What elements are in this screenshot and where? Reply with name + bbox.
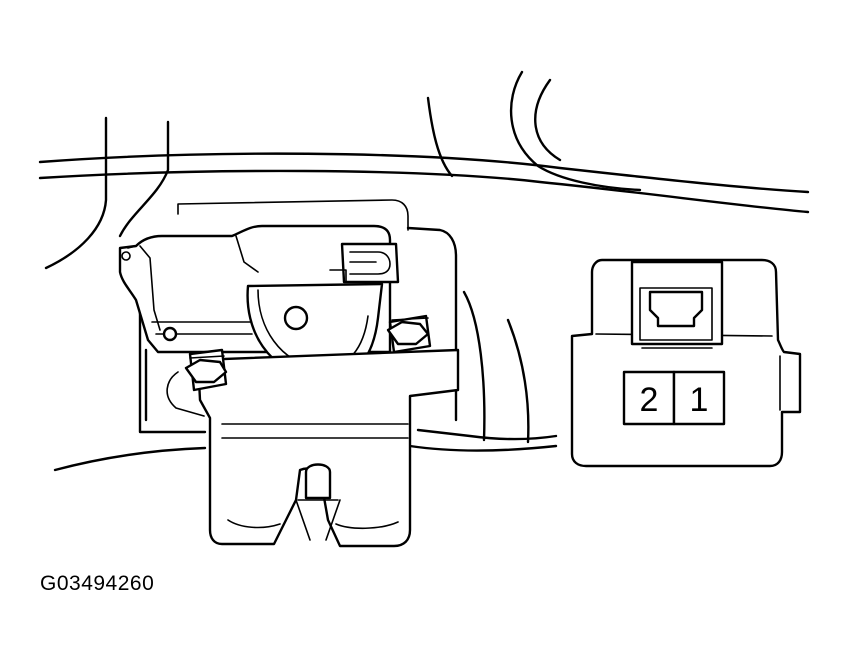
pin-label-2: 2 xyxy=(640,381,659,419)
bolt-left xyxy=(184,348,228,392)
terminal-cavity-2 xyxy=(622,370,676,426)
pin-label-1: 1 xyxy=(690,381,709,419)
body-panel xyxy=(38,70,810,472)
connector-terminal-view: 2 1 xyxy=(570,258,802,468)
figure-id: G03494260 xyxy=(40,572,155,595)
terminal-cavity-1 xyxy=(672,370,726,426)
trunk-latch xyxy=(166,348,460,548)
bolt-right xyxy=(386,314,432,354)
